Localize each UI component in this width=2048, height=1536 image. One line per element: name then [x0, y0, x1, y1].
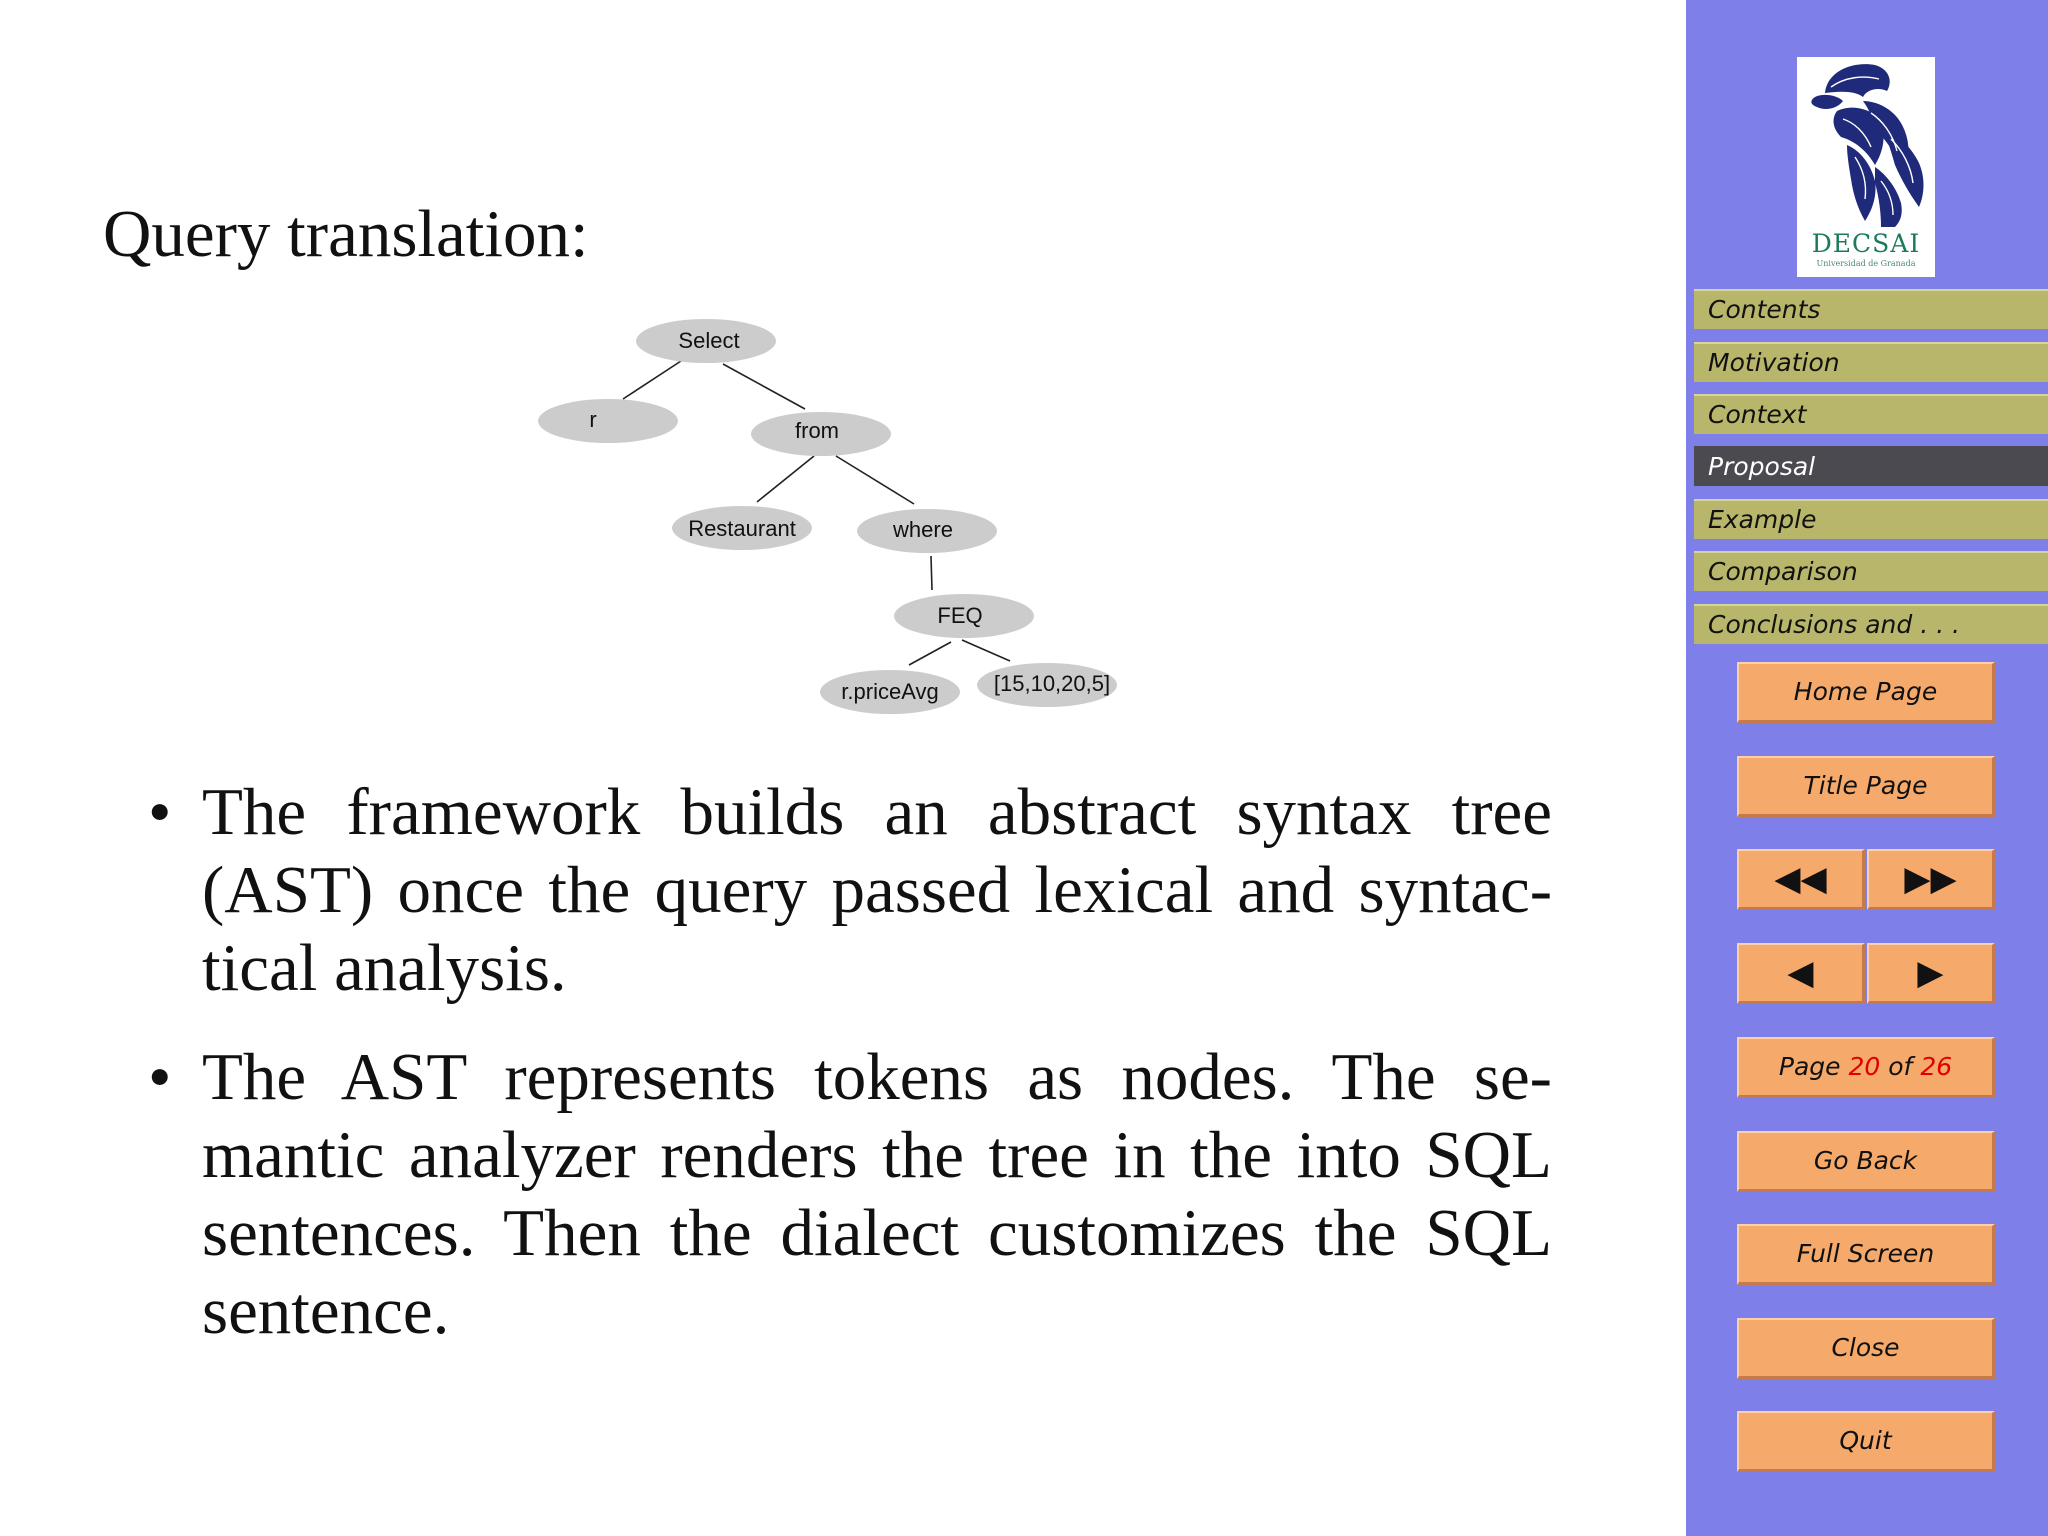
next-page-button[interactable]: ▶ [1867, 943, 1995, 1004]
title-page-button[interactable]: Title Page [1737, 756, 1995, 817]
node-from-shape [751, 412, 891, 456]
close-button[interactable]: Close [1737, 1318, 1995, 1379]
node-feq-shape [894, 594, 1034, 638]
slide-content: Query translation: Select r from Restaur… [103, 197, 1552, 1348]
node-feq-label: FEQ [937, 603, 982, 628]
ast-tree-diagram: Select r from Restaurant where FEQ r.pri… [538, 319, 1117, 714]
previous-icon: ◀ [1787, 953, 1814, 993]
fast-forward-icon: ▶▶ [1904, 859, 1957, 899]
node-list-shape [977, 663, 1117, 707]
node-r-label: r [589, 407, 596, 432]
nav-item-comparison[interactable]: Comparison [1694, 551, 2048, 591]
tree-edges [622, 360, 1011, 666]
edge-where-feq [930, 555, 933, 591]
page-prefix: Page [1778, 1052, 1841, 1081]
node-r-shape [538, 399, 678, 443]
fast-back-button[interactable]: ◀◀ [1737, 849, 1865, 910]
bullet-marker: • [148, 775, 172, 849]
bullet-text: The AST represents tokens as nodes. The … [202, 1040, 1552, 1348]
nav-item-proposal[interactable]: Proposal [1694, 446, 2048, 486]
previous-page-button[interactable]: ◀ [1737, 943, 1865, 1004]
bullet-text: The framework builds an abstract syntax … [202, 775, 1552, 1005]
node-list: [15,10,20,5] [977, 663, 1117, 707]
node-from: from [751, 412, 891, 456]
nav-item-context[interactable]: Context [1694, 394, 2048, 434]
edge-from-where [835, 455, 915, 505]
fast-forward-button[interactable]: ▶▶ [1867, 849, 1995, 910]
current-page-number: 20 [1848, 1052, 1881, 1081]
nav-item-contents[interactable]: Contents [1694, 289, 2048, 329]
page-of: of [1888, 1052, 1913, 1081]
logo-text: DECSAI [1811, 229, 1921, 258]
node-price-shape [820, 670, 960, 714]
edge-select-r [622, 360, 682, 400]
griffin-logo-icon [1811, 64, 1924, 227]
bullet-marker: • [148, 1040, 172, 1114]
node-feq: FEQ [894, 594, 1034, 638]
edge-from-restaurant [756, 455, 815, 503]
edge-feq-price [908, 641, 952, 666]
slide-heading: Query translation: [103, 197, 589, 271]
node-restaurant-label: Restaurant [688, 516, 796, 541]
node-from-label: from [795, 418, 839, 443]
node-r: r [538, 399, 678, 443]
fast-back-icon: ◀◀ [1774, 859, 1827, 899]
nav-item-example[interactable]: Example [1694, 499, 2048, 539]
node-restaurant: Restaurant [672, 506, 812, 550]
nav-item-conclusions[interactable]: Conclusions and . . . [1694, 604, 2048, 644]
node-list-label: [15,10,20,5] [994, 671, 1110, 696]
node-select-label: Select [678, 328, 739, 353]
node-price: r.priceAvg [820, 670, 960, 714]
node-price-label: r.priceAvg [841, 679, 938, 704]
node-where: where [857, 509, 997, 553]
nav-item-motivation[interactable]: Motivation [1694, 342, 2048, 382]
edge-feq-list [961, 639, 1011, 662]
node-where-shape [857, 509, 997, 553]
edge-select-from [722, 363, 806, 410]
decsai-logo: DECSAI Universidad de Granada [1797, 57, 1935, 277]
home-page-button[interactable]: Home Page [1737, 662, 1995, 723]
full-screen-button[interactable]: Full Screen [1737, 1224, 1995, 1285]
navigation-sidebar: DECSAI Universidad de Granada Contents M… [1686, 0, 2048, 1536]
node-restaurant-shape [672, 506, 812, 550]
quit-button[interactable]: Quit [1737, 1411, 1995, 1472]
page-indicator: Page 20 of 26 [1737, 1037, 1995, 1098]
logo-subtext: Universidad de Granada [1816, 259, 1916, 268]
node-where-label: where [892, 517, 953, 542]
node-select-shape [636, 319, 776, 363]
next-icon: ▶ [1917, 953, 1944, 993]
total-page-number: 26 [1920, 1052, 1953, 1081]
node-select: Select [636, 319, 776, 363]
go-back-button[interactable]: Go Back [1737, 1131, 1995, 1192]
